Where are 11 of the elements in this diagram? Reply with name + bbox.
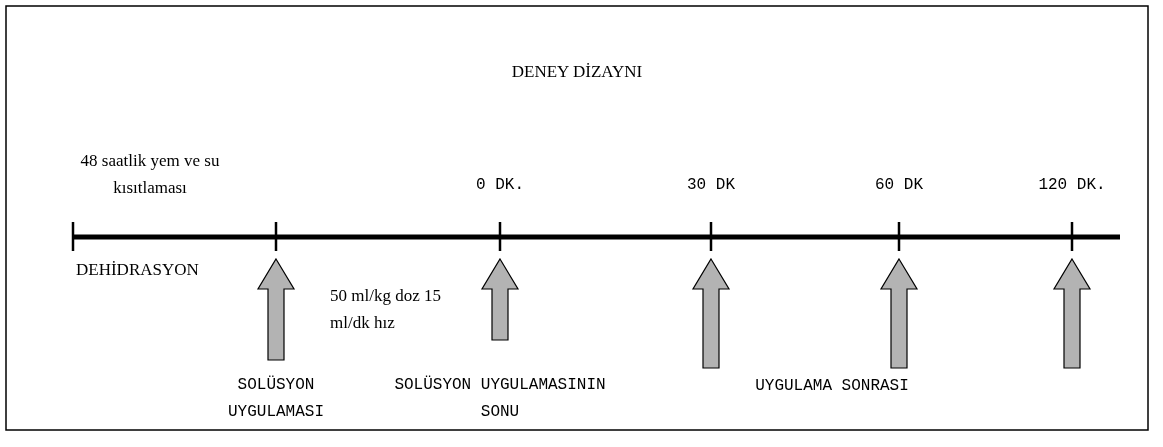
time-label: 60 DK <box>874 175 924 196</box>
time-label: 120 DK. <box>1037 175 1107 196</box>
phase-label: DEHİDRASYON <box>76 259 200 281</box>
diagram-title: DENEY DİZAYNI <box>510 61 644 83</box>
note-text: 48 saatlik yem ve su kısıtlaması <box>79 150 221 199</box>
time-label: 30 DK <box>686 175 736 196</box>
time-label: 0 DK. <box>475 175 525 196</box>
phase-label: SOLÜSYON UYGULAMASI <box>227 374 325 423</box>
phase-label: SOLÜSYON UYGULAMASININ SONU <box>393 374 607 423</box>
dose-note: 50 ml/kg doz 15 ml/dk hız <box>330 285 442 334</box>
phase-label: UYGULAMA SONRASI <box>754 376 910 397</box>
